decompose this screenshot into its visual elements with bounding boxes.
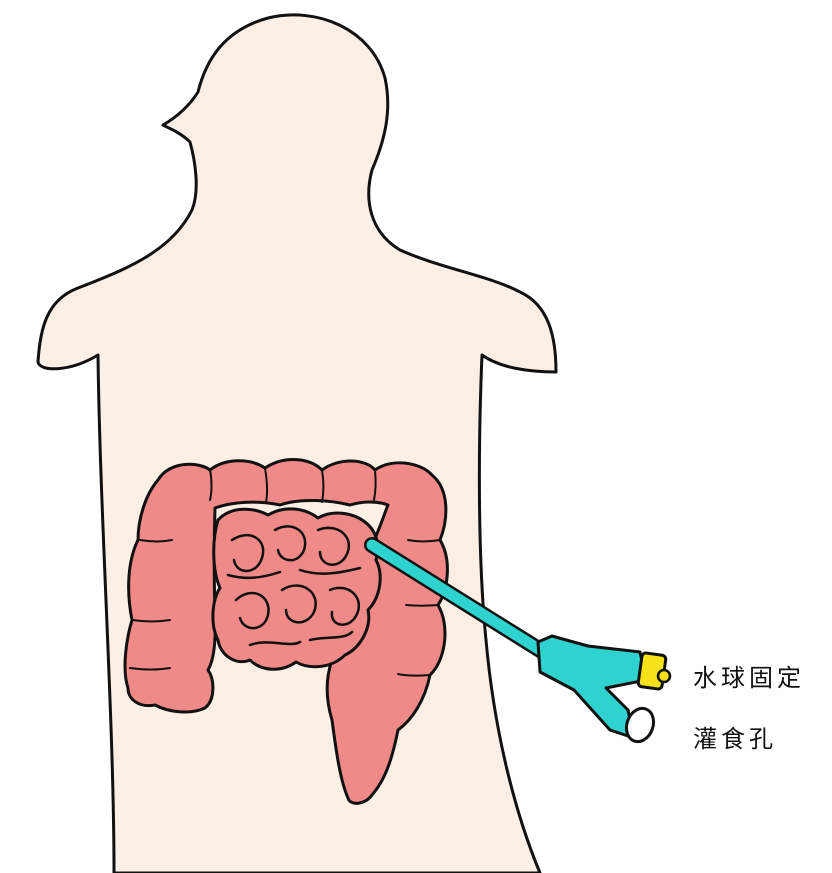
label-feeding-port: 灌食孔 [693, 727, 777, 751]
small-intestine [213, 509, 380, 669]
label-balloon-port: 水球固定 [693, 666, 805, 690]
balloon-port-cap [638, 652, 670, 689]
body-silhouette [38, 15, 556, 873]
